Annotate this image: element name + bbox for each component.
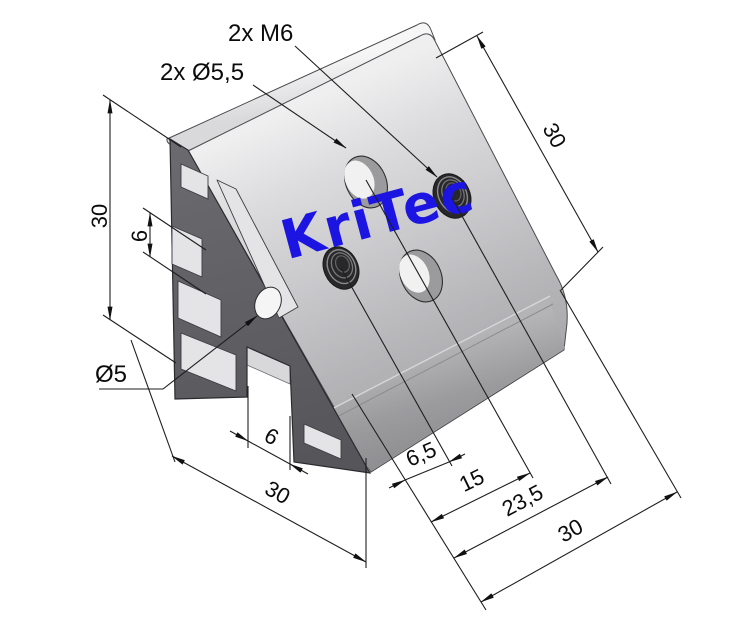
leader-thread-holes: 2x M6 — [228, 20, 438, 178]
leader-center-bore: Ø5 — [95, 315, 258, 390]
thread-hole-upper — [432, 173, 472, 219]
cavity-diagonal — [216, 179, 299, 319]
clearance-hole-lower — [399, 249, 443, 303]
cavity-mid-left — [177, 280, 222, 338]
dim-label-profile-height: 30 — [87, 204, 112, 228]
leader-label-clearance-holes: 2x Ø5,5 — [160, 59, 244, 86]
dim-profile-height: 30 — [87, 94, 182, 364]
bottom-edge-band — [326, 297, 565, 471]
leader-label-center-bore: Ø5 — [95, 361, 127, 388]
band-highlight-edge — [325, 295, 551, 413]
dim-label-face-length: 30 — [538, 118, 572, 152]
dim-label-profile-width: 30 — [261, 476, 295, 510]
center-bore-hole — [254, 286, 282, 320]
dim-label-bottom-slot-width: 6 — [260, 423, 283, 451]
leader-clearance-holes: 2x Ø5,5 — [160, 59, 347, 149]
dim-label-hole-position-4: 30 — [554, 514, 588, 548]
dim-left-slot-width: 6 — [127, 207, 207, 295]
leader-label-thread-holes: 2x M6 — [228, 20, 293, 47]
band-shadow-edge — [330, 303, 554, 421]
dim-label-hole-position-2: 15 — [455, 464, 488, 497]
profile-body: KriTec — [166, 22, 568, 474]
cavity-bottom-left — [180, 332, 237, 392]
dim-label-left-slot-width: 6 — [127, 230, 152, 242]
cavity-left-slot — [171, 225, 203, 278]
clearance-hole-upper — [344, 155, 388, 209]
cavity-top — [180, 163, 209, 200]
extension-lines — [340, 179, 682, 611]
